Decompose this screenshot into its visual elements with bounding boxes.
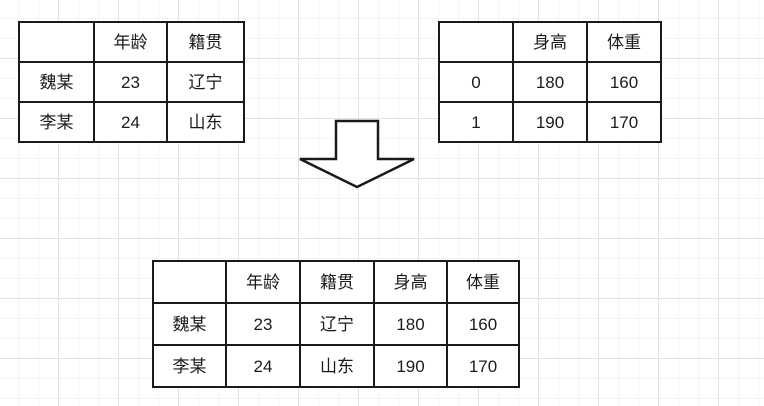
table-a-r0-age: 23 (93, 61, 168, 103)
down-block-arrow-icon (298, 119, 416, 189)
table-c-r0-height: 180 (373, 302, 448, 346)
table-row: 1 190 170 (438, 101, 662, 143)
table-b-header-height: 身高 (512, 21, 588, 63)
table-a-header-origin: 籍贯 (166, 21, 245, 63)
table-a-r0-name: 魏某 (18, 61, 95, 103)
table-row: 身高 体重 (438, 21, 662, 63)
table-c-r0-age: 23 (225, 302, 301, 346)
table-b-r0-weight: 160 (586, 61, 662, 103)
table-a-r1-origin: 山东 (166, 101, 245, 143)
result-table-merged: 年龄 籍贯 身高 体重 魏某 23 辽宁 180 160 李某 24 山东 19… (152, 260, 520, 388)
table-b-r0-index: 0 (438, 61, 514, 103)
table-c-header-weight: 体重 (446, 260, 520, 304)
table-a-r1-age: 24 (93, 101, 168, 143)
table-a-header-index (18, 21, 95, 63)
table-c-r1-age: 24 (225, 344, 301, 388)
table-b-header-index (438, 21, 514, 63)
table-b-r0-height: 180 (512, 61, 588, 103)
table-c-r1-weight: 170 (446, 344, 520, 388)
table-a-r0-origin: 辽宁 (166, 61, 245, 103)
table-row: 年龄 籍贯 身高 体重 (152, 260, 520, 304)
source-table-right: 身高 体重 0 180 160 1 190 170 (438, 21, 662, 143)
table-b-r1-weight: 170 (586, 101, 662, 143)
table-a-header-age: 年龄 (93, 21, 168, 63)
table-b-r1-height: 190 (512, 101, 588, 143)
table-row: 年龄 籍贯 (18, 21, 245, 63)
table-a-r1-name: 李某 (18, 101, 95, 143)
table-c-r0-weight: 160 (446, 302, 520, 346)
table-row: 魏某 23 辽宁 (18, 61, 245, 103)
source-table-left: 年龄 籍贯 魏某 23 辽宁 李某 24 山东 (18, 21, 245, 143)
table-c-header-origin: 籍贯 (299, 260, 375, 304)
table-c-r1-name: 李某 (152, 344, 227, 388)
table-c-r0-name: 魏某 (152, 302, 227, 346)
table-c-r1-height: 190 (373, 344, 448, 388)
table-c-header-height: 身高 (373, 260, 448, 304)
table-row: 李某 24 山东 190 170 (152, 344, 520, 388)
table-c-r0-origin: 辽宁 (299, 302, 375, 346)
table-row: 李某 24 山东 (18, 101, 245, 143)
table-c-header-age: 年龄 (225, 260, 301, 304)
table-c-header-index (152, 260, 227, 304)
table-b-header-weight: 体重 (586, 21, 662, 63)
table-row: 0 180 160 (438, 61, 662, 103)
table-b-r1-index: 1 (438, 101, 514, 143)
table-c-r1-origin: 山东 (299, 344, 375, 388)
table-row: 魏某 23 辽宁 180 160 (152, 302, 520, 346)
